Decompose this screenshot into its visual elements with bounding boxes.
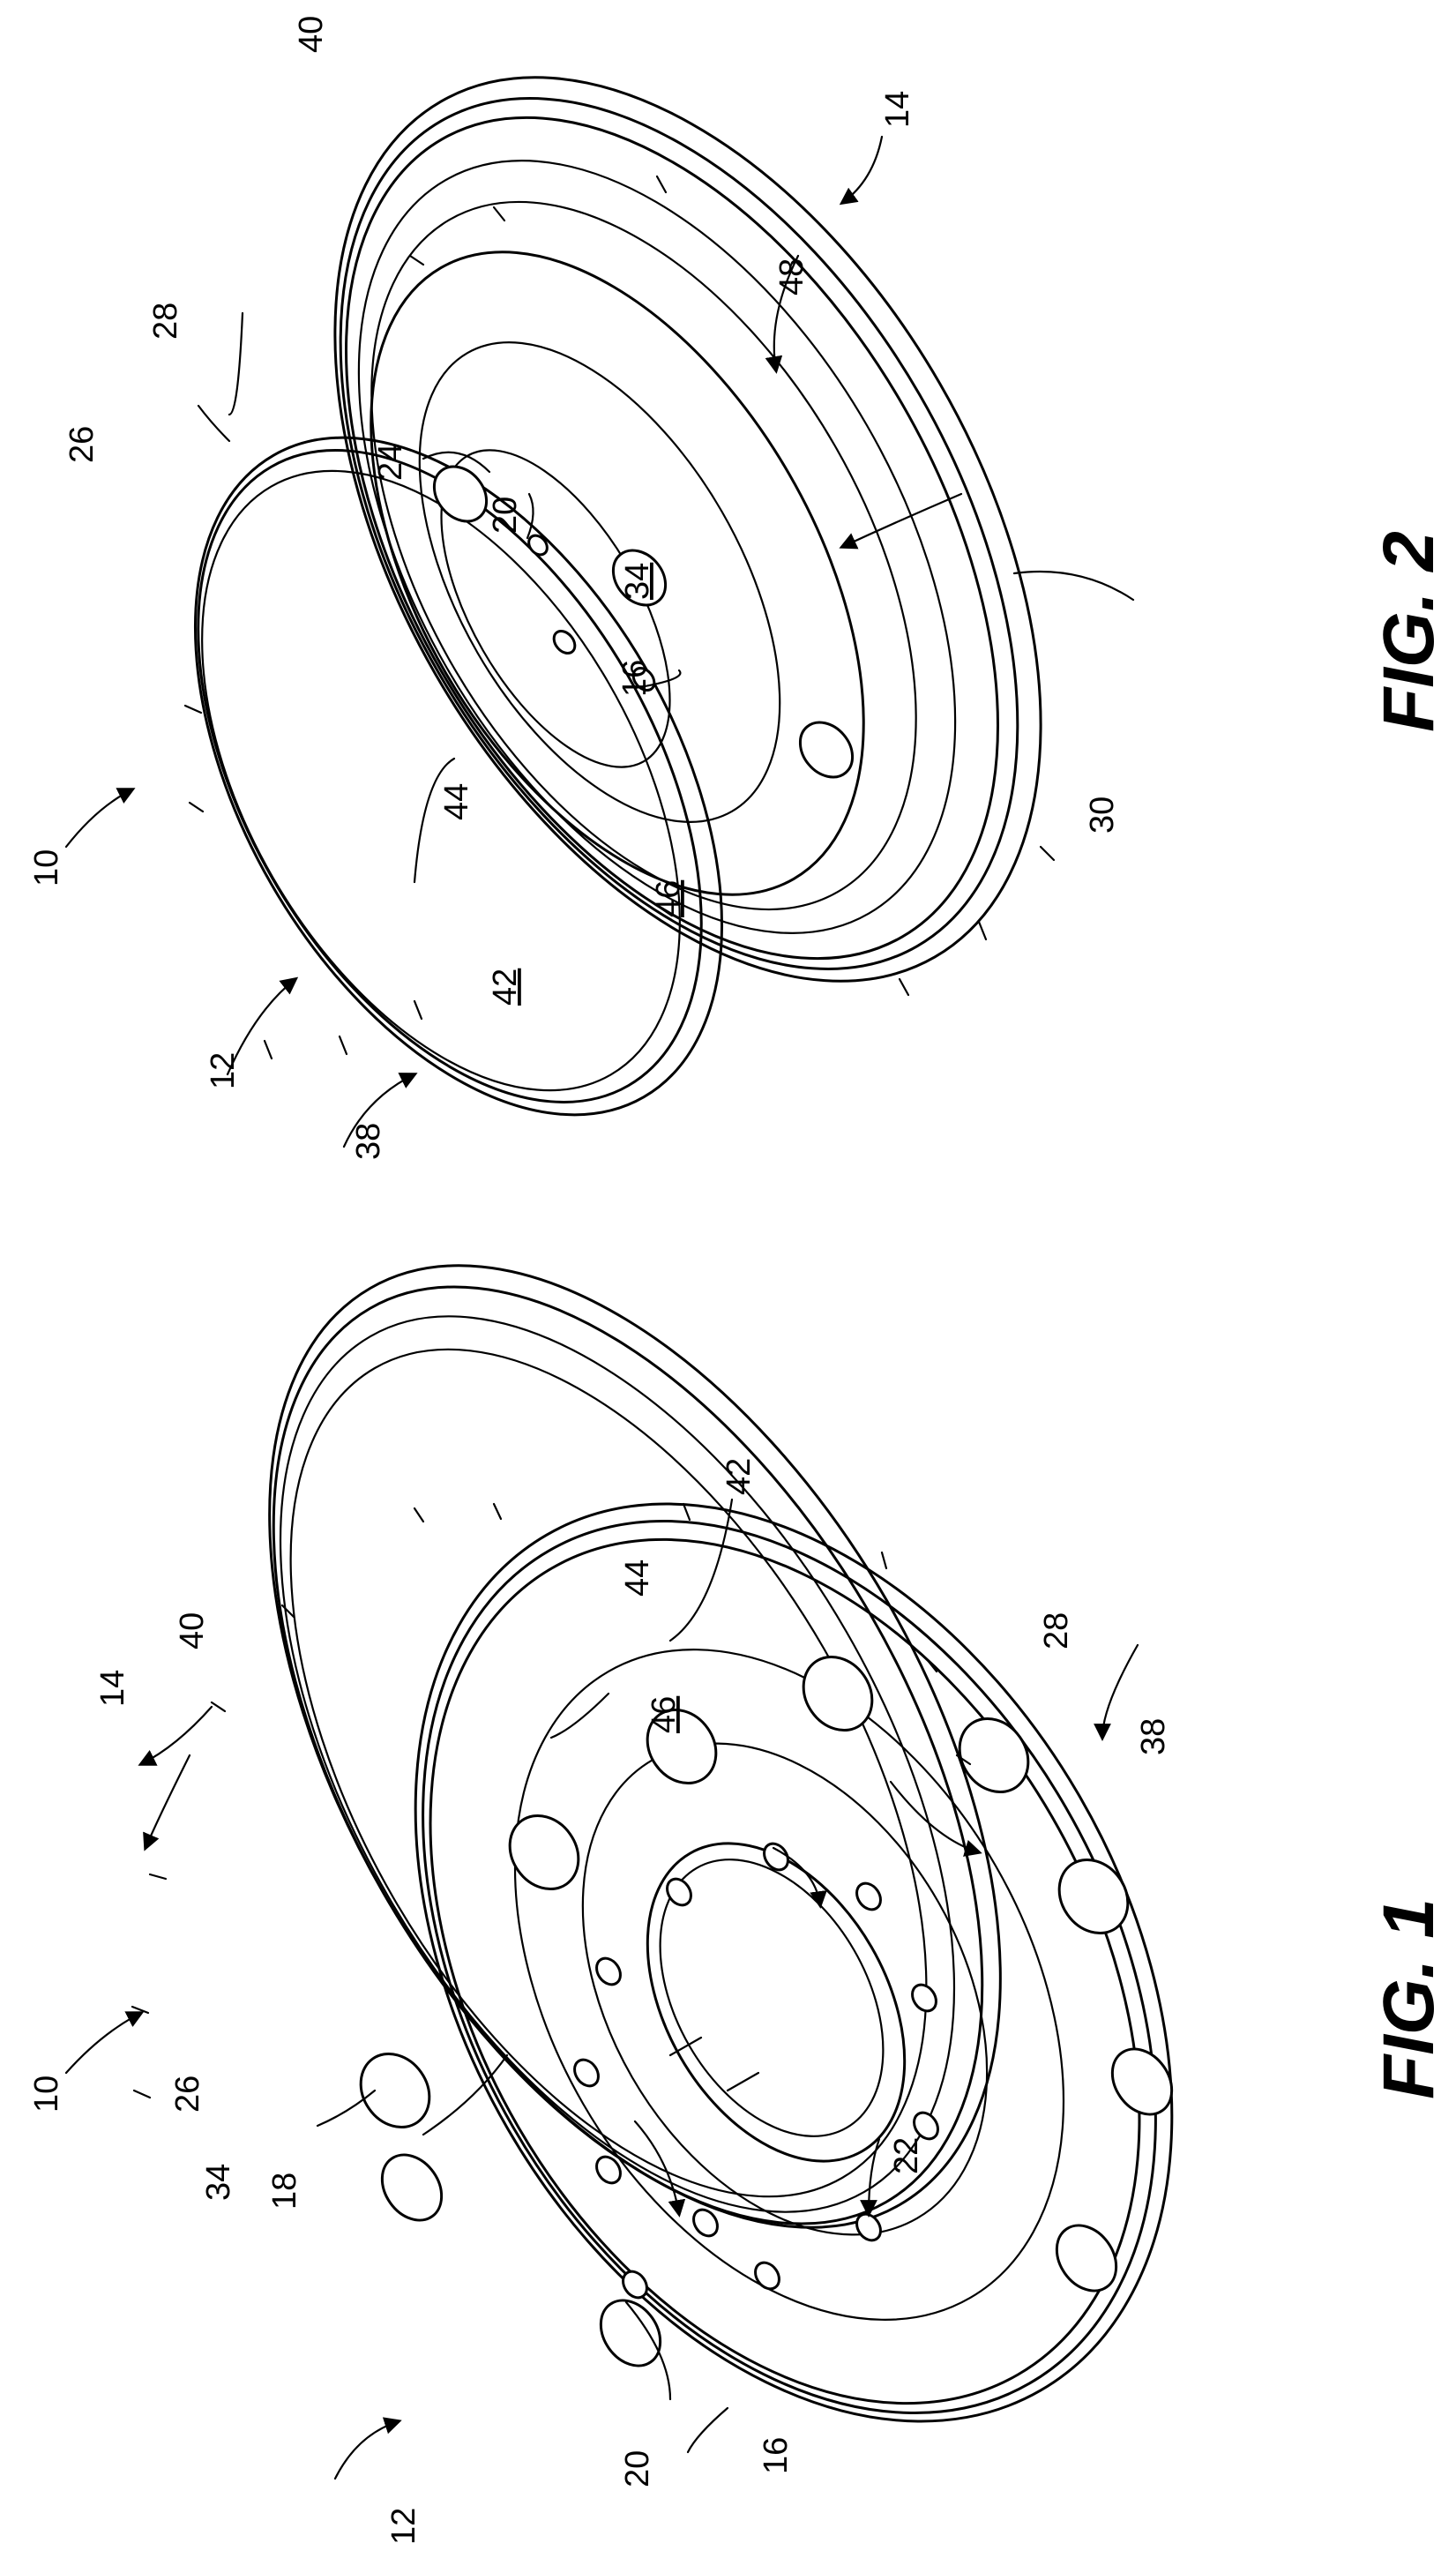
fig2-labels: 10 12 14 16 20 24 26 28 30 34 38 40 42 4… <box>28 16 1121 1160</box>
fig2-label-10: 10 <box>28 849 65 886</box>
fig1-label-44: 44 <box>619 1560 656 1597</box>
fig2-label-24: 24 <box>372 444 409 481</box>
fig2-label-48: 48 <box>773 258 810 295</box>
fig1-label-10: 10 <box>28 2076 65 2113</box>
fig2-label-16: 16 <box>616 660 653 697</box>
fig1-label-46: 46 <box>646 1696 683 1733</box>
fig1-label-26: 26 <box>169 2076 206 2113</box>
fig1-label-38: 38 <box>1135 1718 1172 1755</box>
fig1-label-18: 18 <box>266 2173 303 2210</box>
fig2-label-28: 28 <box>147 303 184 340</box>
fig1-label-16: 16 <box>758 2437 795 2474</box>
fig2-label-26: 26 <box>63 426 101 463</box>
fig1-caption: FIG. 1 <box>1369 1898 1449 2099</box>
fig1-label-42: 42 <box>721 1458 758 1495</box>
fig2-caption: FIG. 2 <box>1369 531 1449 732</box>
fig1-label-22: 22 <box>888 2137 925 2174</box>
fig2-label-44: 44 <box>438 783 475 820</box>
fig2-label-30: 30 <box>1084 797 1121 834</box>
fig1-label-20: 20 <box>619 2450 656 2487</box>
fig2-leaders <box>66 137 1133 1147</box>
fig1-label-14: 14 <box>94 1670 131 1707</box>
fig2-label-46: 46 <box>650 880 687 917</box>
fig2-label-42: 42 <box>487 969 524 1006</box>
fig2-label-34: 34 <box>619 563 656 600</box>
fig2-label-14: 14 <box>879 91 916 128</box>
fig1-label-12: 12 <box>385 2508 422 2545</box>
fig2-wheel-drawing <box>86 0 1187 1205</box>
fig2-label-12: 12 <box>205 1052 242 1089</box>
fig2-label-38: 38 <box>350 1123 387 1160</box>
fig1-label-28: 28 <box>1038 1612 1075 1649</box>
fig2-label-40: 40 <box>293 16 330 53</box>
fig1-wheel-drawing <box>118 1142 1327 2555</box>
fig1-label-34: 34 <box>200 2164 237 2201</box>
fig2-label-20: 20 <box>487 497 524 534</box>
fig1-label-40: 40 <box>174 1612 211 1649</box>
